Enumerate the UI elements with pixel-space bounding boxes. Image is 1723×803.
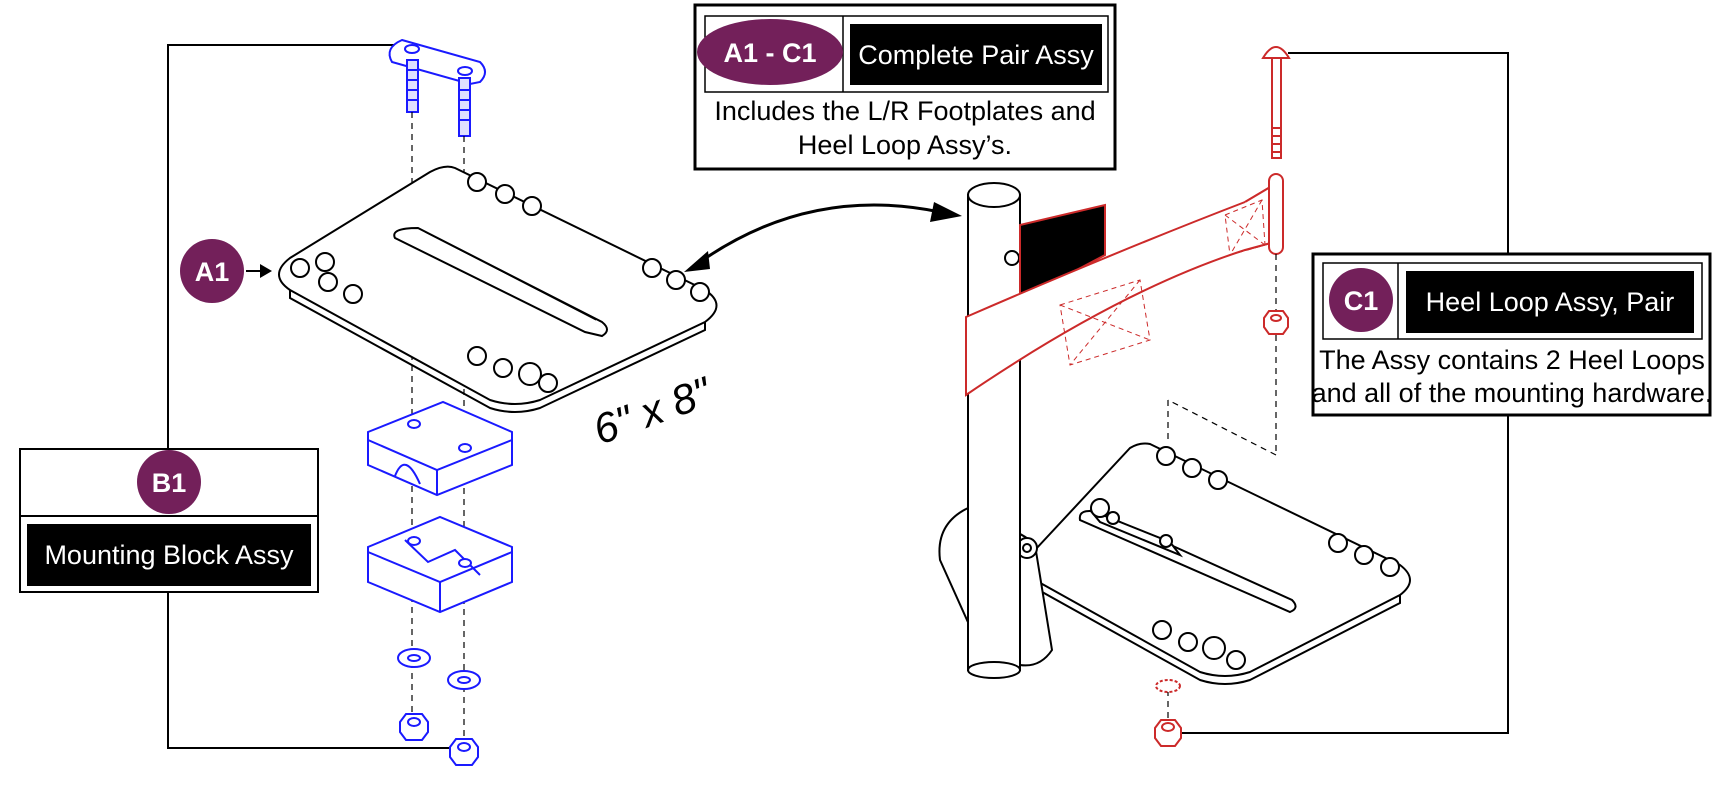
heel-loop-strap — [965, 173, 1284, 397]
a1-callout: A1 — [180, 239, 272, 303]
c1-description-line1: The Assy contains 2 Heel Loops — [1319, 345, 1705, 375]
c1-title: Heel Loop Assy, Pair — [1426, 287, 1675, 317]
c1-leader-lines — [1288, 52, 1509, 255]
mounting-plate-with-studs — [388, 38, 486, 137]
mounting-block-lower — [367, 515, 513, 614]
c1-label-box: C1 Heel Loop Assy, Pair The Assy contain… — [1311, 252, 1713, 417]
hanger-post — [967, 182, 1021, 679]
a1-badge-text: A1 — [195, 257, 230, 287]
double-arrow — [684, 202, 962, 272]
a1-c1-label-box: A1 - C1 Complete Pair Assy Includes the … — [693, 3, 1117, 171]
b1-label-box: B1 Mounting Block Assy — [19, 448, 319, 593]
c1-description-line2: and all of the mounting hardware. — [1312, 378, 1713, 408]
right-nuts — [1154, 310, 1289, 747]
right-assembly-axis — [1167, 254, 1277, 720]
a1-c1-badge — [697, 19, 843, 85]
a1-c1-description-line1: Includes the L/R Footplates and — [714, 96, 1095, 126]
c1-badge-text: C1 — [1344, 286, 1379, 316]
c1-leader-lines-lower — [1180, 415, 1509, 734]
a1-c1-description-line2: Heel Loop Assy’s. — [798, 130, 1012, 160]
footplate-right — [1021, 442, 1411, 685]
washers-and-nuts — [397, 648, 481, 766]
a1-badge — [180, 239, 244, 303]
b1-title: Mounting Block Assy — [44, 540, 294, 570]
dimension-label: 6" x 8" — [587, 367, 719, 453]
a1-c1-badge-text: A1 - C1 — [723, 38, 816, 68]
b1-badge — [137, 450, 201, 514]
b1-badge-text: B1 — [152, 468, 187, 498]
mounting-block-upper — [367, 400, 513, 497]
heel-loop-bolt — [1261, 46, 1291, 159]
c1-badge — [1329, 268, 1393, 332]
footplate-a1 — [278, 165, 718, 413]
a1-c1-title: Complete Pair Assy — [858, 40, 1094, 70]
b1-leader-lines — [167, 44, 452, 749]
